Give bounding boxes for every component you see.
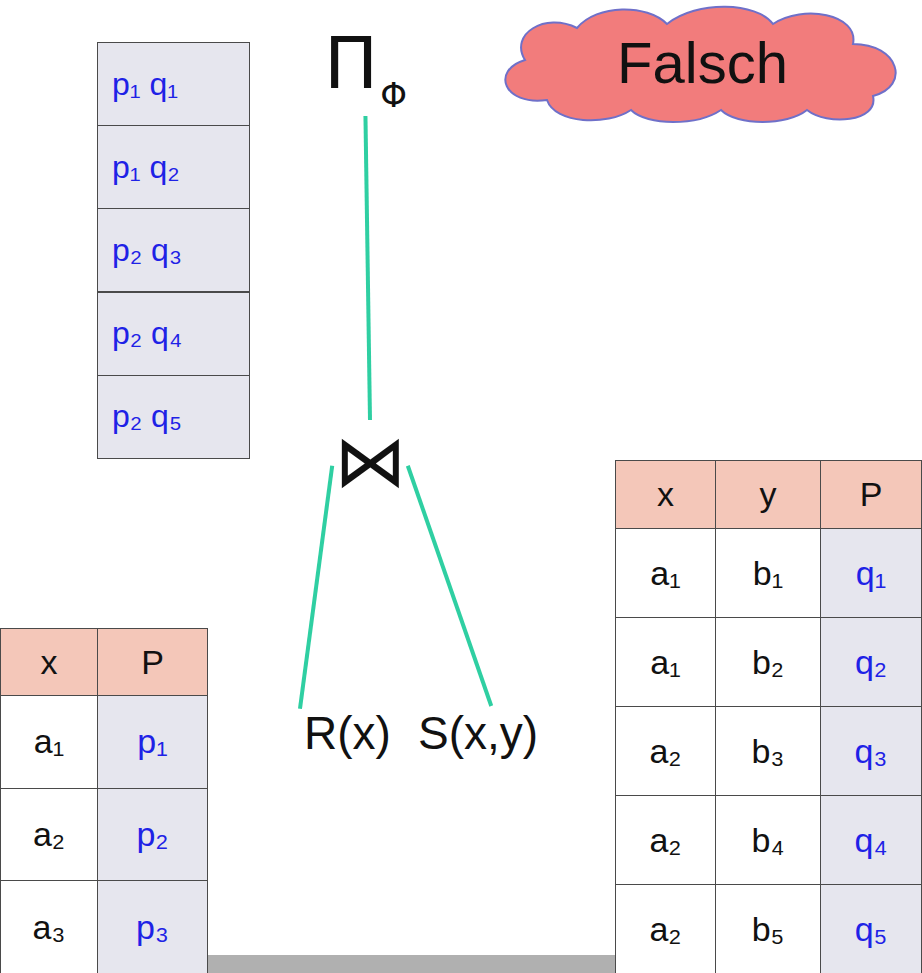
tree-edge bbox=[300, 466, 332, 709]
table-cell: q₄ bbox=[820, 795, 922, 885]
cell-text: q₄ bbox=[855, 821, 888, 860]
cell-text: a₃ bbox=[33, 908, 66, 947]
cell-text: a₁ bbox=[650, 643, 680, 682]
cell-text: p₃ bbox=[136, 908, 169, 947]
table-cell: q₅ bbox=[820, 884, 922, 973]
table-cell: p₂ q₄ bbox=[97, 292, 250, 376]
table-cell: a₃ bbox=[0, 880, 98, 973]
cell-text: q₁ bbox=[856, 554, 886, 593]
cell-text: p₂ bbox=[136, 815, 168, 854]
cloud-callout: Falsch bbox=[485, 0, 920, 126]
table-cell: b₄ bbox=[715, 795, 821, 885]
cell-text: b₅ bbox=[752, 910, 785, 949]
table-cell: a₁ bbox=[615, 528, 716, 618]
relation-name: R(x) bbox=[298, 706, 397, 761]
cell-text: p₂ q₅ bbox=[112, 398, 182, 435]
table-cell: p₁ q₂ bbox=[97, 125, 250, 209]
table-cell: p₂ bbox=[97, 788, 208, 882]
table-cell: a₂ bbox=[615, 706, 716, 796]
cell-text: p₂ q₃ bbox=[112, 232, 182, 269]
projection-operator: ΠΦ bbox=[318, 22, 413, 116]
table-cell: P bbox=[97, 628, 208, 696]
cell-text: a₂ bbox=[649, 821, 681, 860]
table-cell: x bbox=[0, 628, 98, 696]
relation-name: S(x,y) bbox=[412, 706, 544, 761]
table-cell: p₁ bbox=[97, 695, 208, 789]
cell-text: P bbox=[860, 475, 883, 514]
cell-text: p₁ bbox=[137, 722, 167, 761]
cell-text: b₂ bbox=[752, 643, 784, 682]
cell-text: y bbox=[760, 475, 777, 514]
table-cell: p₃ bbox=[97, 880, 208, 973]
cell-text: a₁ bbox=[34, 722, 64, 761]
table-cell: a₂ bbox=[615, 795, 716, 885]
cell-text: a₂ bbox=[649, 910, 681, 949]
cloud-outline bbox=[505, 7, 895, 122]
cell-text: a₂ bbox=[649, 732, 681, 771]
cell-text: a₂ bbox=[33, 815, 65, 854]
table-cell: b₅ bbox=[715, 884, 821, 973]
edge-line bbox=[300, 466, 332, 709]
table-cell: a₂ bbox=[615, 884, 716, 973]
tree-edge bbox=[408, 466, 491, 706]
cell-text: p₂ q₄ bbox=[112, 315, 182, 352]
cell-text: q₂ bbox=[855, 643, 887, 682]
operator-symbol: Π bbox=[324, 21, 378, 105]
operator-symbol: R(x) bbox=[304, 707, 391, 759]
table-cell: y bbox=[715, 460, 821, 529]
table-cell: p₁ q₁ bbox=[97, 42, 250, 126]
table-cell: a₁ bbox=[615, 617, 716, 707]
table-cell: q₂ bbox=[820, 617, 922, 707]
table-cell: q₁ bbox=[820, 528, 922, 618]
operator-subscript: Φ bbox=[380, 75, 407, 115]
table-cell: a₁ bbox=[0, 695, 98, 789]
cell-text: P bbox=[141, 643, 164, 682]
operator-symbol: S(x,y) bbox=[418, 707, 538, 759]
table-cell: x bbox=[615, 460, 716, 529]
edge-line bbox=[408, 466, 491, 706]
cell-text: p₁ q₁ bbox=[112, 66, 178, 103]
table-cell: b₁ bbox=[715, 528, 821, 618]
table-cell: b₂ bbox=[715, 617, 821, 707]
edge-line bbox=[365, 116, 370, 420]
table-cell: P bbox=[820, 460, 922, 529]
operator-symbol: Falsch bbox=[617, 31, 788, 95]
cell-text: q₅ bbox=[855, 910, 888, 949]
tree-edge bbox=[365, 116, 370, 420]
cell-text: x bbox=[657, 475, 674, 514]
operator-symbol: ⋈ bbox=[334, 419, 406, 503]
table-cell: p₂ q₃ bbox=[97, 208, 250, 292]
table-cell: a₂ bbox=[0, 788, 98, 882]
join-operator: ⋈ bbox=[328, 420, 412, 503]
table-cell: q₃ bbox=[820, 706, 922, 796]
cell-text: b₁ bbox=[753, 554, 783, 593]
cell-text: b₄ bbox=[752, 821, 785, 860]
cell-text: x bbox=[41, 643, 58, 682]
floor-bar bbox=[208, 955, 615, 973]
cell-text: p₁ q₂ bbox=[112, 149, 180, 186]
table-cell: b₃ bbox=[715, 706, 821, 796]
cell-text: q₃ bbox=[855, 732, 888, 771]
cell-text: b₃ bbox=[752, 732, 785, 771]
cell-text: a₁ bbox=[650, 554, 680, 593]
table-cell: p₂ q₅ bbox=[97, 375, 250, 459]
